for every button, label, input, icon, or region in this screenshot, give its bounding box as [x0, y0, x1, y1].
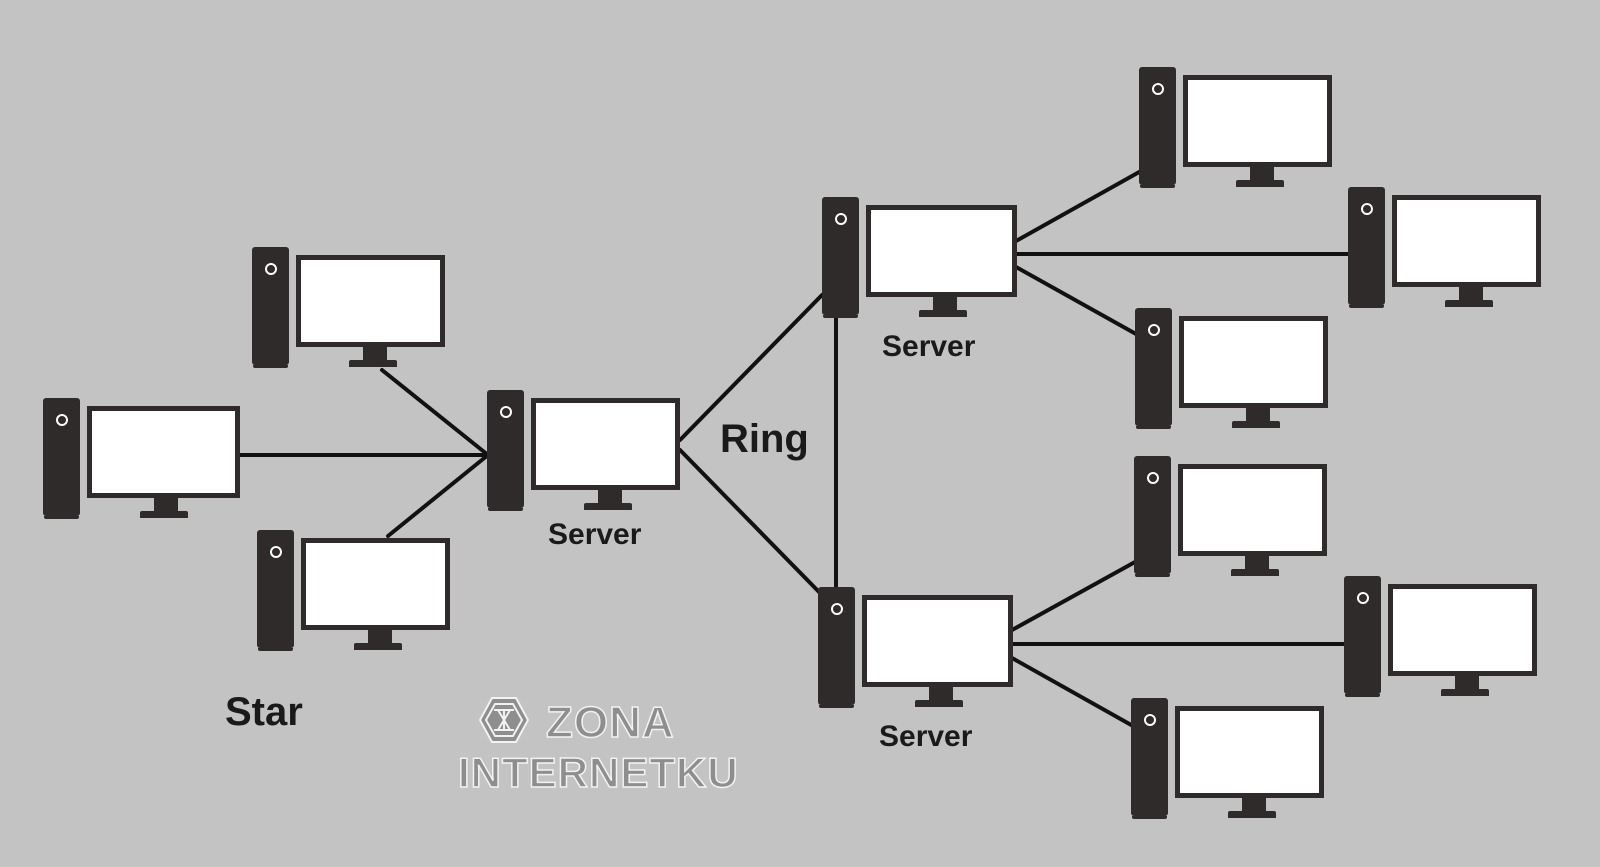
tower-icon	[1134, 456, 1171, 574]
monitor-stand	[915, 700, 963, 707]
monitor-stand	[1445, 300, 1493, 307]
computer-star-left	[43, 398, 243, 523]
server-bottom	[818, 587, 1018, 712]
monitor-screen	[296, 255, 445, 347]
link-bottom-server-client-1	[1010, 560, 1137, 632]
monitor-stand	[140, 511, 188, 518]
power-button-icon	[831, 603, 843, 615]
server-top-label: Server	[882, 330, 976, 363]
server-top	[822, 197, 1022, 322]
computer-top-client-1	[1139, 67, 1339, 192]
monitor-stand	[1236, 180, 1284, 187]
computer-bottom-client-1	[1134, 456, 1334, 581]
monitor-stand	[584, 503, 632, 510]
tower-icon	[1131, 698, 1168, 816]
power-button-icon	[265, 263, 277, 275]
monitor-screen	[1175, 706, 1324, 798]
power-button-icon	[1147, 472, 1159, 484]
monitor-screen	[1183, 75, 1332, 167]
monitor-screen	[1392, 195, 1541, 287]
link-ring-center-top	[678, 293, 824, 442]
monitor-screen	[1178, 464, 1327, 556]
monitor-screen	[531, 398, 680, 490]
power-button-icon	[1152, 83, 1164, 95]
computer-star-bottom	[257, 530, 457, 655]
computer-top-client-3	[1135, 308, 1335, 433]
tower-icon	[487, 390, 524, 508]
monitor-screen	[301, 538, 450, 630]
link-bottom-server-client-3	[1010, 656, 1135, 728]
power-button-icon	[1357, 592, 1369, 604]
monitor-stand	[1228, 811, 1276, 818]
tower-icon	[822, 197, 859, 315]
computer-bottom-client-2	[1344, 576, 1544, 701]
server-bottom-label: Server	[879, 720, 973, 753]
star-topology-label: Star	[225, 690, 303, 734]
power-button-icon	[270, 546, 282, 558]
link-ring-center-bottom	[678, 448, 824, 597]
monitor-stand	[919, 310, 967, 317]
watermark-line-1: ZONA	[546, 698, 675, 747]
ring-topology-label: Ring	[720, 417, 809, 461]
monitor-screen	[87, 406, 240, 498]
zona-internetku-watermark: ZONA INTERNETKU	[458, 697, 739, 797]
hexagon-logo-icon	[478, 697, 530, 743]
tower-icon	[43, 398, 80, 516]
tower-icon	[257, 530, 294, 648]
tower-icon	[1344, 576, 1381, 694]
tower-icon	[252, 247, 289, 365]
power-button-icon	[835, 213, 847, 225]
link-top-server-client-3	[1014, 265, 1138, 336]
server-center-label: Server	[548, 518, 642, 551]
power-button-icon	[1361, 203, 1373, 215]
monitor-stand	[1441, 689, 1489, 696]
watermark-line-2: INTERNETKU	[458, 749, 739, 796]
computer-bottom-client-3	[1131, 698, 1331, 823]
power-button-icon	[1148, 324, 1160, 336]
power-button-icon	[500, 406, 512, 418]
tower-icon	[1348, 187, 1385, 305]
tower-icon	[1135, 308, 1172, 426]
monitor-screen	[1388, 584, 1537, 676]
power-button-icon	[56, 414, 68, 426]
monitor-stand	[1231, 569, 1279, 576]
power-button-icon	[1144, 714, 1156, 726]
monitor-screen	[1179, 316, 1328, 408]
server-center	[487, 390, 687, 515]
monitor-stand	[349, 360, 397, 367]
tower-icon	[1139, 67, 1176, 185]
link-star-top	[380, 368, 490, 457]
link-top-server-client-1	[1014, 169, 1143, 243]
monitor-stand	[1232, 421, 1280, 428]
monitor-screen	[866, 205, 1017, 297]
monitor-screen	[862, 595, 1013, 687]
link-star-bottom	[386, 453, 490, 538]
tower-icon	[818, 587, 855, 705]
monitor-stand	[354, 643, 402, 650]
computer-star-top	[252, 247, 452, 372]
computer-top-client-2	[1348, 187, 1548, 312]
